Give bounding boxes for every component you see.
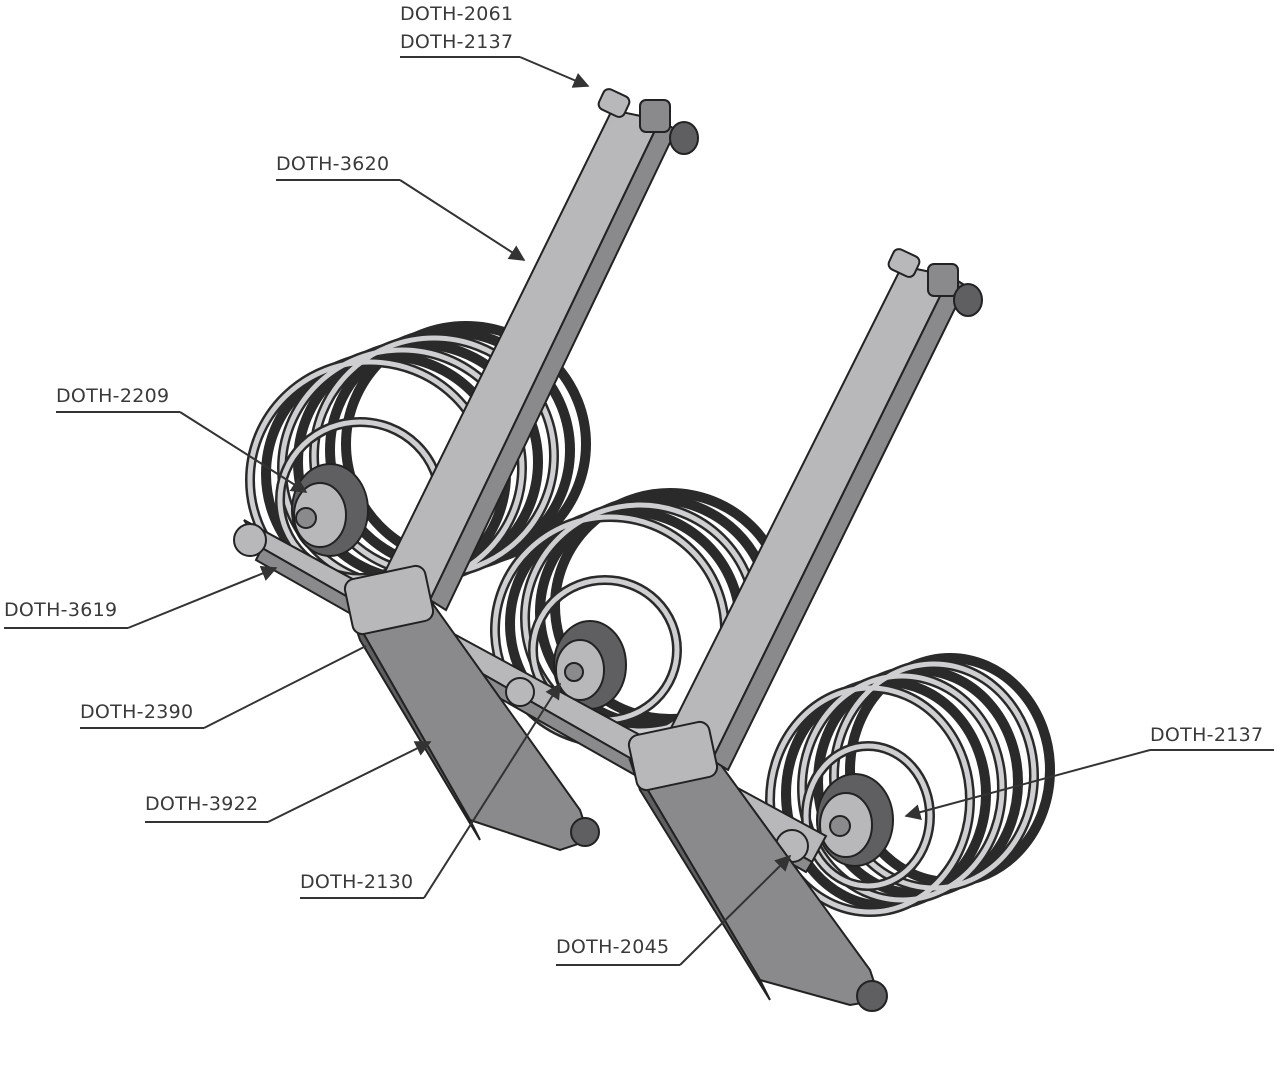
label-doth-2137-top: DOTH-2137 bbox=[400, 31, 513, 53]
coil-wheel-right bbox=[765, 653, 1055, 917]
arm-left bbox=[343, 108, 678, 636]
label-doth-3620: DOTH-3620 bbox=[276, 153, 389, 175]
callout-2137-right: DOTH-2137 bbox=[904, 724, 1274, 820]
label-doth-2130: DOTH-2130 bbox=[300, 871, 413, 893]
callout-3619: DOTH-3619 bbox=[4, 565, 278, 629]
label-doth-2061: DOTH-2061 bbox=[400, 3, 513, 25]
label-doth-2390: DOTH-2390 bbox=[80, 701, 193, 723]
callout-2390: DOTH-2390 bbox=[80, 645, 367, 729]
hub-right bbox=[816, 773, 894, 867]
label-doth-2209: DOTH-2209 bbox=[56, 385, 169, 407]
callout-3620: DOTH-3620 bbox=[276, 153, 526, 261]
label-doth-3619: DOTH-3619 bbox=[4, 599, 117, 621]
label-doth-3922: DOTH-3922 bbox=[145, 793, 258, 815]
pivot-top-left bbox=[597, 88, 699, 155]
callout-3922: DOTH-3922 bbox=[145, 741, 432, 823]
hub-left bbox=[291, 463, 369, 557]
callout-2061-2137: DOTH-2061 DOTH-2137 bbox=[400, 3, 590, 88]
hub-middle bbox=[553, 620, 627, 710]
pivot-top-right bbox=[887, 248, 983, 317]
callout-2045: DOTH-2045 bbox=[556, 854, 792, 966]
arm-right bbox=[627, 264, 968, 792]
callout-2130: DOTH-2130 bbox=[300, 682, 561, 899]
callout-2209: DOTH-2209 bbox=[56, 385, 308, 493]
label-doth-2137-right: DOTH-2137 bbox=[1150, 724, 1263, 746]
label-doth-2045: DOTH-2045 bbox=[556, 936, 669, 958]
